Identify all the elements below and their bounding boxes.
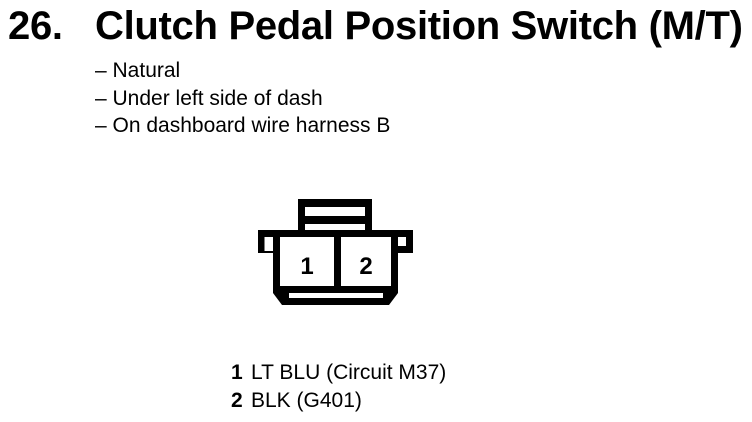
notes-list: – Natural – Under left side of dash – On…: [95, 57, 390, 140]
legend-pin-1: 1: [231, 361, 243, 384]
page-title: Clutch Pedal Position Switch (M/T): [95, 4, 743, 48]
lock-tab-slot-lower: [305, 224, 365, 231]
note-connector-color: – Natural: [95, 59, 181, 82]
legend-row-1: 1 LT BLU (Circuit M37): [231, 359, 446, 387]
note-harness: – On dashboard wire harness B: [95, 114, 391, 137]
connector-cavity-1: [280, 237, 334, 286]
legend-row-2: 2 BLK (G401): [231, 387, 446, 415]
bottom-lip-slit: [289, 293, 383, 298]
legend-label-1: LT BLU (Circuit M37): [251, 361, 447, 384]
pin-1-number: 1: [300, 253, 313, 280]
section-number: 26.: [8, 4, 63, 48]
legend-pin-2: 2: [231, 389, 243, 412]
note-location: – Under left side of dash: [95, 86, 323, 110]
flange-inner-right: [398, 237, 406, 246]
section-heading: 26. Clutch Pedal Position Switch (M/T): [8, 4, 752, 52]
connector-diagram: 1 2: [258, 199, 413, 305]
flange-inner-left: [264, 237, 273, 251]
pin-legend: 1 LT BLU (Circuit M37) 2 BLK (G401): [231, 359, 446, 415]
lock-tab-slot-upper: [305, 207, 365, 216]
connector-cavity-2: [341, 237, 391, 286]
legend-label-2: BLK (G401): [251, 389, 362, 412]
pin-2-number: 2: [359, 253, 372, 280]
